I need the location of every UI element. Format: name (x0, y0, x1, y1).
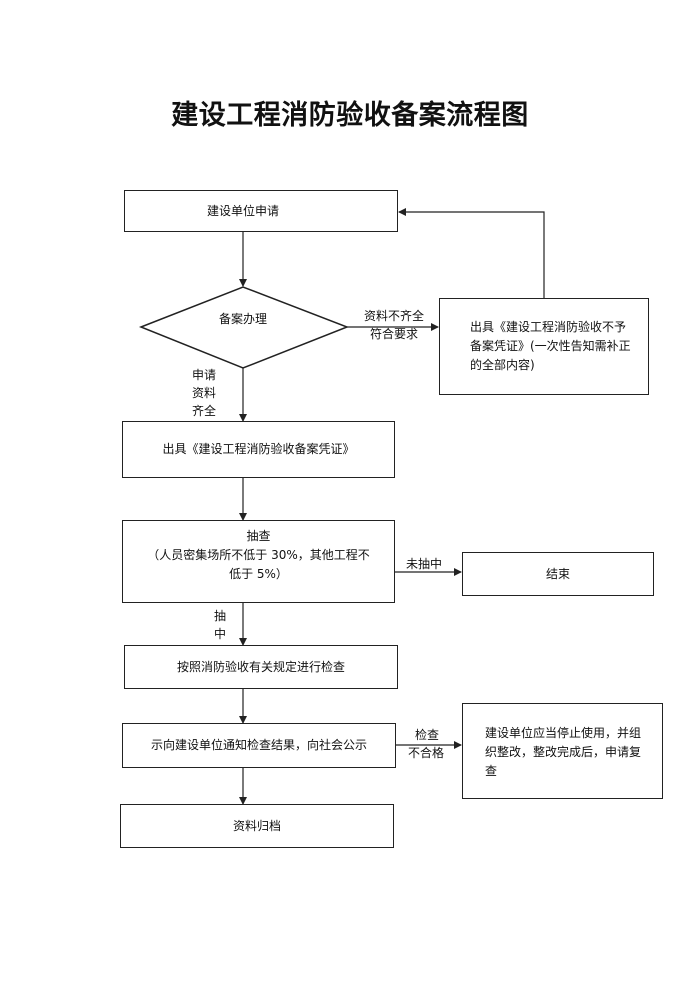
spot-check-title: 抽查 (246, 529, 271, 543)
edge-label-complete-2: 资料 (192, 386, 217, 400)
certificate-label: 出具《建设工程消防验收备案凭证》 (162, 442, 355, 456)
edge-label-incomplete-2: 符合要求 (370, 327, 419, 341)
spot-check-box: 抽查 （人员密集场所不低于 30%，其他工程不低于 5%） (122, 520, 395, 603)
arrow-reject-to-apply (398, 208, 545, 298)
apply-box: 建设单位申请 (124, 190, 398, 232)
edge-label-selected-1: 抽 (214, 609, 227, 623)
edge-label-failed-1: 检查 (415, 728, 440, 742)
filing-diamond (138, 286, 350, 369)
edge-label-complete-3: 齐全 (192, 404, 217, 418)
certificate-box: 出具《建设工程消防验收备案凭证》 (122, 421, 395, 478)
rectify-label: 建设单位应当停止使用，并组织整改，整改完成后，申请复查 (485, 726, 642, 778)
notify-box: 示向建设单位通知检查结果，向社会公示 (122, 723, 396, 768)
edge-label-failed-2: 不合格 (408, 746, 445, 760)
reject-label: 出具《建设工程消防验收不予备案凭证》(一次性告知需补正的全部内容) (470, 320, 631, 372)
archive-label: 资料归档 (232, 818, 281, 833)
inspect-label: 按照消防验收有关规定进行检查 (176, 659, 345, 674)
page-title: 建设工程消防验收备案流程图 (171, 100, 529, 131)
notify-label: 示向建设单位通知检查结果，向社会公示 (150, 738, 367, 752)
rectify-box: 建设单位应当停止使用，并组织整改，整改完成后，申请复查 (462, 703, 663, 799)
edge-label-complete-1: 申请 (192, 368, 217, 382)
edge-label-not-selected: 未抽中 (406, 557, 443, 571)
filing-label: 备案办理 (219, 312, 268, 326)
reject-box: 出具《建设工程消防验收不予备案凭证》(一次性告知需补正的全部内容) (439, 298, 649, 395)
spot-check-detail: （人员密集场所不低于 30%，其他工程不低于 5%） (147, 548, 370, 581)
inspect-box: 按照消防验收有关规定进行检查 (124, 645, 398, 689)
archive-box: 资料归档 (120, 804, 394, 848)
end-label: 结束 (545, 566, 570, 581)
edge-label-selected-2: 中 (214, 627, 227, 641)
edge-label-incomplete-1: 资料不齐全 (364, 309, 425, 323)
end-box: 结束 (462, 552, 654, 596)
apply-label: 建设单位申请 (207, 204, 280, 218)
